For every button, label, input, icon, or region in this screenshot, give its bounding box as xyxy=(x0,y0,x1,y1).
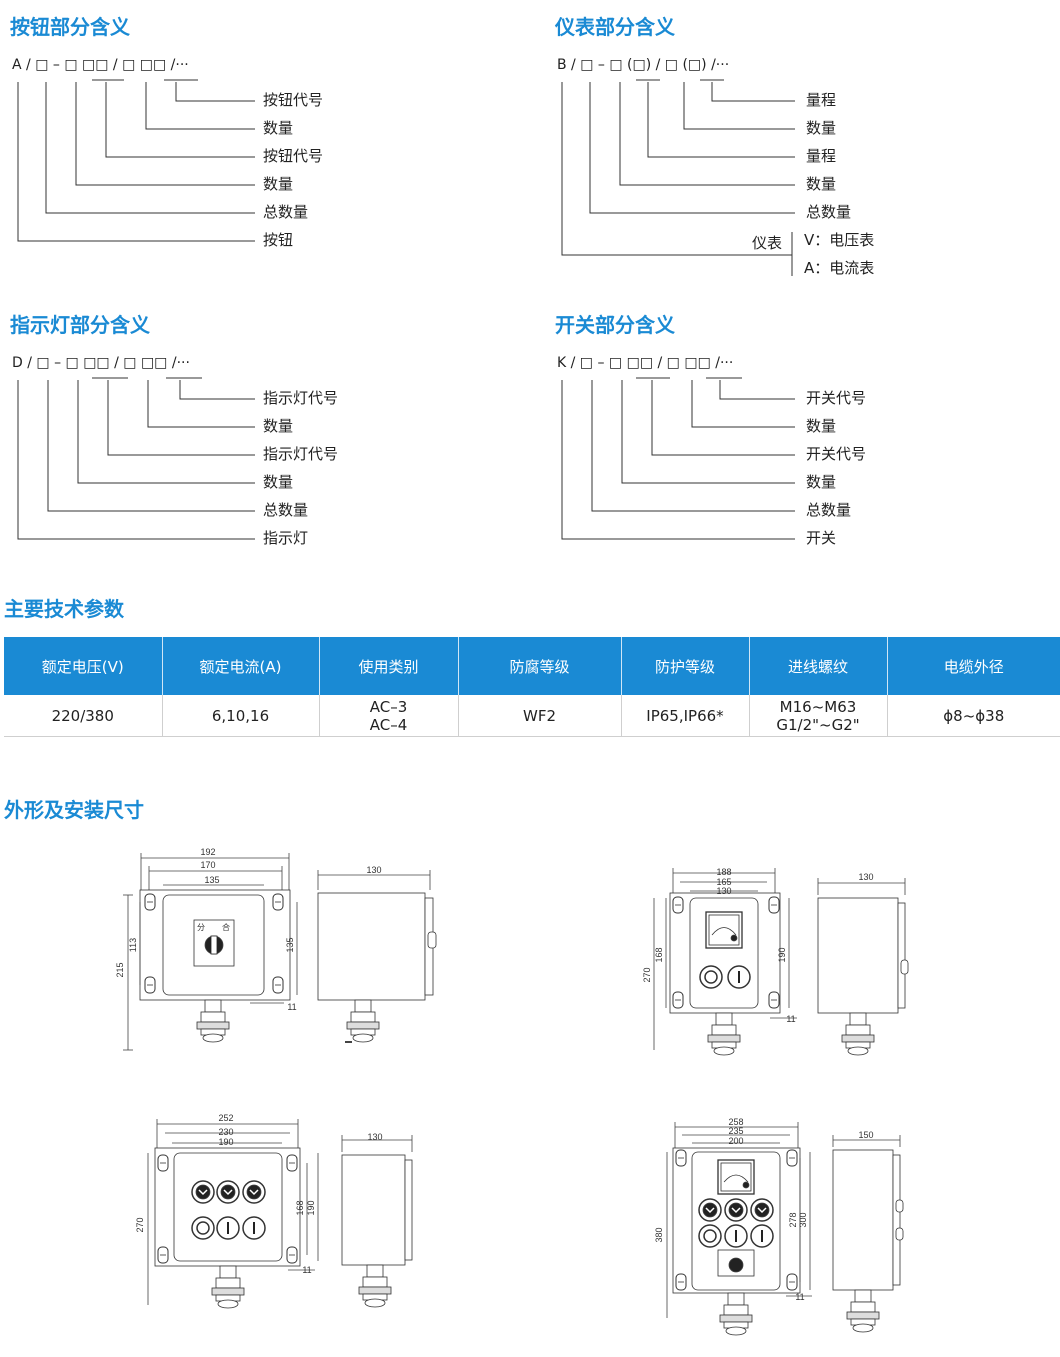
dim-text: 300 xyxy=(798,1212,808,1227)
dim-text: 190 xyxy=(777,947,787,962)
switch-label: 总数量 xyxy=(806,501,852,519)
code-leader-lines xyxy=(17,79,795,540)
indicator-label: 数量 xyxy=(263,473,294,491)
dim-text: 230 xyxy=(218,1127,233,1137)
dim-text: 11 xyxy=(287,1002,296,1012)
dim-text: 170 xyxy=(200,860,215,870)
indicator-label: 指示灯代号 xyxy=(263,389,339,407)
switch-label: 开关代号 xyxy=(806,445,867,463)
meter-section-title: 仪表部分含义 xyxy=(555,15,675,39)
switch-label: 数量 xyxy=(806,473,837,491)
dim-text: 252 xyxy=(218,1113,233,1123)
dim-text: 113 xyxy=(128,938,138,952)
indicator-label: 指示灯代号 xyxy=(263,445,339,463)
dim-text: 11 xyxy=(786,1014,795,1024)
header-usage-category: 使用类别 xyxy=(319,637,459,695)
header-inlet-thread: 进线螺纹 xyxy=(749,637,888,695)
cell-rated-current: 6,10,16 xyxy=(162,695,320,737)
dim-text: 150 xyxy=(858,1130,873,1140)
dim-text: 200 xyxy=(728,1136,743,1146)
meter-code: B / □ – □ (□) / □ (□) /··· xyxy=(557,57,730,73)
indicator-label: 总数量 xyxy=(263,501,309,519)
cell-protection-grade: IP65,IP66* xyxy=(621,695,750,737)
dim-text: 168 xyxy=(654,947,664,962)
meter-label: 量程 xyxy=(806,91,837,109)
dim-text: 192 xyxy=(200,847,215,857)
cell-cable-diameter: ϕ8~ϕ38 xyxy=(887,695,1060,737)
button-section-title: 按钮部分含义 xyxy=(10,15,130,39)
meter-type-ammeter: A：电流表 xyxy=(804,259,875,277)
dim-text: 235 xyxy=(728,1126,743,1136)
dim-text: 130 xyxy=(367,1132,382,1142)
table-row: 220/380 6,10,16 AC–3 AC–4 WF2 IP65,IP66*… xyxy=(4,695,1060,737)
dim-text: 188 xyxy=(716,867,731,877)
indicator-label: 数量 xyxy=(263,417,294,435)
dim-text: 278 xyxy=(788,1212,798,1227)
switch-section-title: 开关部分含义 xyxy=(555,313,675,337)
dim-text: 130 xyxy=(858,872,873,882)
knob-label-left: 分 xyxy=(197,923,205,932)
tech-params-table: 额定电压(V) 额定电流(A) 使用类别 防腐等级 防护等级 进线螺纹 电缆外径… xyxy=(4,637,1060,737)
tech-params-title: 主要技术参数 xyxy=(4,597,124,621)
dim-text: 165 xyxy=(716,877,731,887)
switch-code: K / □ – □ □□ / □ □□ /··· xyxy=(557,355,734,371)
dim-text: 270 xyxy=(135,1217,145,1232)
dimensions-title: 外形及安装尺寸 xyxy=(4,798,144,822)
header-rated-current: 额定电流(A) xyxy=(162,637,320,695)
table-header-row: 额定电压(V) 额定电流(A) 使用类别 防腐等级 防护等级 进线螺纹 电缆外径 xyxy=(4,637,1060,695)
cell-inlet-thread: M16~M63 G1/2"~G2" xyxy=(749,695,888,737)
dim-text: 130 xyxy=(716,886,731,896)
cell-rated-voltage: 220/380 xyxy=(4,695,163,737)
button-label: 数量 xyxy=(263,119,294,137)
dim-text: 135 xyxy=(285,937,295,952)
dim-text: 190 xyxy=(218,1137,233,1147)
switch-label: 数量 xyxy=(806,417,837,435)
knob-label-right: 合 xyxy=(222,922,230,932)
meter-label: 量程 xyxy=(806,147,837,165)
dim-text: 270 xyxy=(642,967,652,982)
drawing-3 xyxy=(147,1119,413,1309)
button-label: 按钮代号 xyxy=(263,147,324,165)
meter-type-voltmeter: V：电压表 xyxy=(804,231,875,249)
button-code: A / □ – □ □□ / □ □□ /··· xyxy=(12,57,189,73)
button-label: 按钮代号 xyxy=(263,91,324,109)
dim-text: 190 xyxy=(306,1200,316,1215)
indicator-label: 指示灯 xyxy=(263,529,309,547)
drawing-4 xyxy=(666,1122,904,1336)
button-label: 按钮 xyxy=(263,231,294,249)
meter-label: 总数量 xyxy=(806,203,852,221)
cell-anticorrosion-grade: WF2 xyxy=(458,695,622,737)
dim-text: 11 xyxy=(795,1292,804,1302)
dim-text: 11 xyxy=(302,1265,311,1275)
drawing-1 xyxy=(123,853,437,1051)
meter-type-caption: 仪表 xyxy=(752,234,783,252)
button-label: 总数量 xyxy=(263,203,309,221)
meter-label: 数量 xyxy=(806,119,837,137)
switch-label: 开关 xyxy=(806,529,837,547)
dim-text: 168 xyxy=(295,1200,305,1215)
switch-label: 开关代号 xyxy=(806,389,867,407)
header-rated-voltage: 额定电压(V) xyxy=(4,637,163,695)
drawing-2 xyxy=(653,868,909,1056)
cell-usage-category: AC–3 AC–4 xyxy=(319,695,459,737)
dim-text: 135 xyxy=(204,875,219,885)
dim-text: 130 xyxy=(366,865,381,875)
header-cable-diameter: 电缆外径 xyxy=(887,637,1060,695)
button-label: 数量 xyxy=(263,175,294,193)
dim-text: 215 xyxy=(115,962,125,977)
indicator-code: D / □ – □ □□ / □ □□ /··· xyxy=(12,355,190,371)
dim-text: 380 xyxy=(654,1227,664,1242)
header-protection-grade: 防护等级 xyxy=(621,637,750,695)
header-anticorrosion-grade: 防腐等级 xyxy=(458,637,622,695)
meter-label: 数量 xyxy=(806,175,837,193)
indicator-section-title: 指示灯部分含义 xyxy=(10,313,150,337)
dim-text: 258 xyxy=(728,1117,743,1127)
